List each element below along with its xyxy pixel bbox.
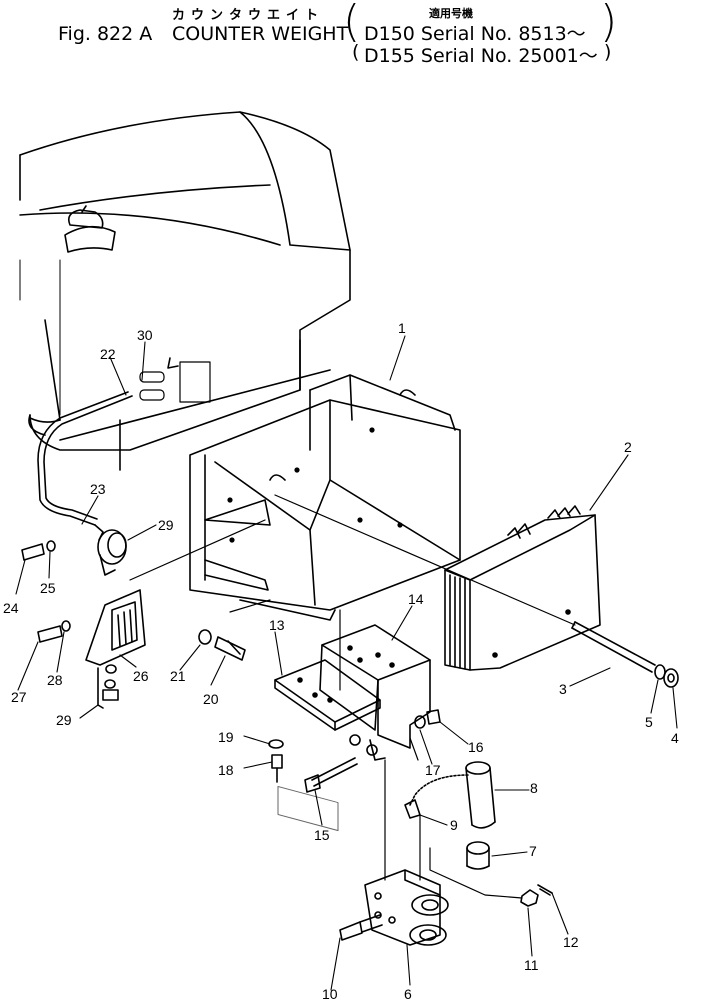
callout-29-lower: 29: [56, 712, 72, 728]
bolt-18-washer-19: [268, 739, 284, 783]
serial-range-2: D155 Serial No. 25001～: [364, 45, 598, 67]
callout-9: 9: [450, 817, 458, 833]
bolt-20: [198, 629, 246, 661]
callout-10: 10: [322, 986, 338, 1001]
applicable-serials-label: 適用号機: [429, 7, 473, 20]
tail-lamp: [97, 529, 127, 576]
figure-title: COUNTER WEIGHT: [172, 23, 349, 45]
bolt-15: [304, 757, 358, 793]
left-bracket: (: [343, 0, 361, 47]
callout-22: 22: [100, 346, 116, 362]
callout-2: 2: [624, 439, 632, 455]
pin-chain: [404, 774, 469, 819]
right-bracket: ): [600, 0, 618, 47]
callout-25: 25: [40, 580, 56, 596]
left-paren-2: (: [352, 41, 360, 63]
hitch-pin: [465, 761, 496, 829]
katakana-title: カウンタウエイト: [172, 8, 325, 23]
callout-5: 5: [645, 714, 653, 730]
callout-29: 29: [158, 517, 174, 533]
serial-range-1: D150 Serial No. 8513～: [364, 23, 586, 45]
callout-20: 20: [203, 691, 219, 707]
bolt-10: [339, 914, 383, 941]
right-paren-2: ): [604, 41, 612, 63]
figure-number: Fig. 822 A: [58, 23, 153, 45]
callout-3: 3: [559, 681, 567, 697]
callout-11: 11: [524, 957, 539, 973]
callout-23: 23: [90, 481, 106, 497]
callout-21: 21: [170, 668, 186, 684]
hitch-bracket: [364, 869, 449, 946]
callout-12: 12: [563, 934, 579, 950]
callout-6: 6: [404, 986, 412, 1001]
tractor-body: [19, 111, 351, 471]
alignment-lines: [129, 494, 576, 899]
callout-7: 7: [529, 843, 537, 859]
callout-14: 14: [408, 591, 424, 607]
callout-30: 30: [137, 327, 153, 343]
callout-13: 13: [269, 617, 285, 633]
long-bolt: [571, 621, 679, 688]
callout-17: 17: [425, 762, 441, 778]
mounting-plate-14: [319, 624, 431, 761]
callout-18: 18: [218, 762, 234, 778]
callout-4: 4: [671, 730, 679, 746]
callout-26: 26: [133, 668, 149, 684]
callout-27: 27: [11, 689, 27, 705]
callout-8: 8: [530, 780, 538, 796]
clip-12: [537, 884, 553, 896]
callout-19: 19: [218, 729, 234, 745]
lamp-guard: [85, 589, 146, 666]
counterweight-plates: [444, 505, 601, 671]
callout-28: 28: [47, 672, 63, 688]
callout-15: 15: [314, 827, 330, 843]
callout-1: 1: [398, 320, 406, 336]
nut-11: [520, 889, 539, 907]
counterweight-box: [189, 374, 461, 621]
left-fasteners: [21, 540, 119, 709]
bushing: [466, 841, 490, 870]
mounting-plate-13: [274, 659, 381, 832]
callout-16: 16: [468, 739, 484, 755]
callout-leaders: [15, 335, 678, 991]
callout-labels: 1 2 3 4 5 6 7 8 9 10 11 12 13 14 15 16 1…: [3, 320, 679, 1001]
callout-24: 24: [3, 600, 19, 616]
figure-header: カウンタウエイト 適用号機 Fig. 822 A COUNTER WEIGHT …: [0, 0, 726, 70]
